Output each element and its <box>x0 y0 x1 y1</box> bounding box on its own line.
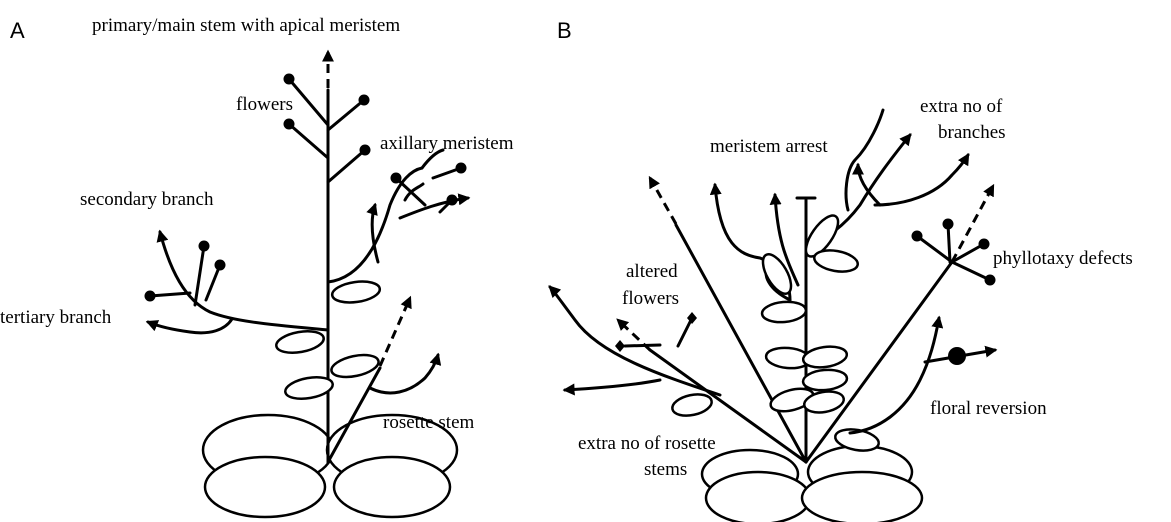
rosette-leaf <box>802 472 922 522</box>
panel-b-cauline-leaves <box>670 211 880 454</box>
axillary-branch <box>328 150 468 282</box>
flower-dot <box>360 145 371 156</box>
label-secondary-branch: secondary branch <box>80 189 214 210</box>
label-floral-reversion: floral reversion <box>930 398 1047 419</box>
label-altered-flowers-2: flowers <box>622 288 679 309</box>
label-main-stem: primary/main stem with apical meristem <box>92 15 400 36</box>
cauline-leaf <box>275 328 326 356</box>
label-extra-rosette-1: extra no of rosette <box>578 433 716 454</box>
flower-dot <box>284 74 295 85</box>
flower-dot <box>284 119 295 130</box>
panel-a: A <box>0 15 514 517</box>
rosette-leaf <box>205 457 325 517</box>
panel-b-rosette-leaves <box>702 446 922 522</box>
panel-b: B <box>550 18 1133 522</box>
rosette-leaf <box>334 457 450 517</box>
label-axillary-meristem: axillary meristem <box>380 133 514 154</box>
label-extra-rosette-2: stems <box>644 459 687 480</box>
label-extra-branches-1: extra no of <box>920 96 1003 117</box>
flower-dot <box>359 95 370 106</box>
rosette-leaf <box>706 472 810 522</box>
secondary-branch <box>145 232 329 333</box>
cauline-leaf <box>331 279 381 305</box>
panel-b-letter: B <box>557 18 572 43</box>
reverted-flower <box>948 347 966 365</box>
label-phyllotaxy-defects: phyllotaxy defects <box>993 248 1133 269</box>
label-meristem-arrest: meristem arrest <box>710 136 828 157</box>
label-extra-branches-2: branches <box>938 122 1006 143</box>
label-rosette-stem: rosette stem <box>383 412 475 433</box>
label-flowers: flowers <box>236 94 293 115</box>
cauline-leaf <box>329 351 380 381</box>
label-altered-flowers-1: altered <box>626 261 678 282</box>
label-tertiary-branch: tertiary branch <box>0 307 112 328</box>
panel-a-letter: A <box>10 18 25 43</box>
